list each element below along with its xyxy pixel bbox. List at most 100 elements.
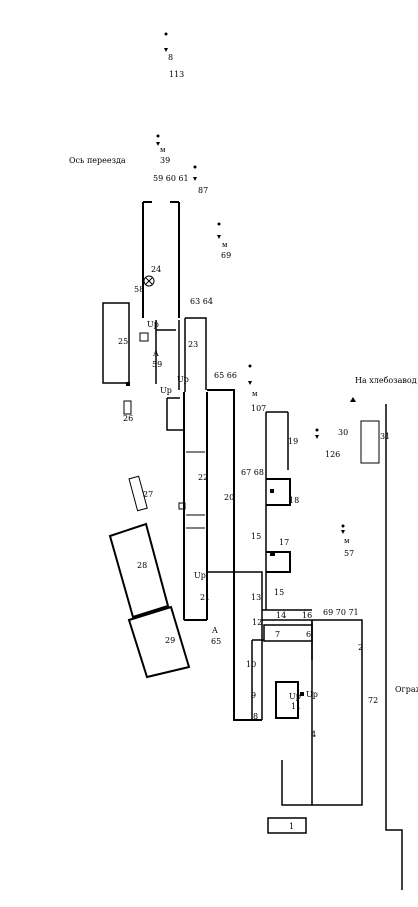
right-block bbox=[281, 619, 363, 806]
room-30 bbox=[360, 420, 380, 464]
label-11: 11 bbox=[291, 702, 302, 711]
arrow-69 bbox=[217, 235, 221, 239]
label-4: 4 bbox=[311, 730, 317, 739]
label-16: 16 bbox=[302, 611, 313, 620]
pin-39 bbox=[156, 134, 160, 138]
door-25 bbox=[126, 382, 130, 386]
unit-m-57: м bbox=[344, 537, 350, 545]
room-11 bbox=[275, 681, 299, 719]
label-12: 12 bbox=[252, 618, 263, 627]
label-72: 72 bbox=[368, 696, 379, 705]
label-126: 126 bbox=[325, 450, 341, 459]
label-10: 10 bbox=[246, 660, 257, 669]
label-39: 39 bbox=[160, 156, 171, 165]
label-63-64: 63 64 bbox=[190, 297, 213, 306]
label-14: 14 bbox=[276, 611, 287, 620]
label-a-1: A bbox=[153, 349, 159, 358]
label-up-4: Up bbox=[194, 571, 206, 580]
arrow-87 bbox=[193, 177, 197, 181]
valve-24-cross bbox=[145, 277, 153, 285]
label-23: 23 bbox=[188, 340, 199, 349]
small-room-57 bbox=[178, 502, 186, 510]
fence-line bbox=[385, 404, 403, 890]
label-31: 31 bbox=[380, 432, 391, 441]
door-11 bbox=[300, 692, 304, 696]
arrow-57 bbox=[341, 530, 345, 534]
label-a-2: A bbox=[212, 626, 218, 635]
label-113: 113 bbox=[169, 70, 185, 79]
label-17: 17 bbox=[279, 538, 290, 547]
label-19: 19 bbox=[288, 437, 299, 446]
label-up-1: Up bbox=[147, 320, 159, 329]
label-2: 2 bbox=[358, 643, 364, 652]
label-67-68: 67 68 bbox=[241, 468, 264, 477]
arrow-107 bbox=[248, 381, 252, 385]
label-26: 26 bbox=[123, 414, 134, 423]
label-69-70-71: 69 70 71 bbox=[323, 608, 359, 617]
pin-8 bbox=[164, 32, 168, 36]
unit-m-39: м bbox=[160, 146, 166, 154]
valve-24 bbox=[143, 275, 155, 287]
corridor-20 bbox=[208, 571, 263, 720]
label-20: 20 bbox=[224, 493, 235, 502]
arrow-39 bbox=[156, 142, 160, 146]
arrow-bakery bbox=[350, 397, 356, 402]
label-59-b: 59 bbox=[152, 360, 163, 369]
room-17 bbox=[266, 551, 291, 573]
label-27: 27 bbox=[143, 490, 154, 499]
room-7-6 bbox=[263, 624, 313, 642]
fence-label: Ограждение bbox=[395, 685, 418, 694]
label-87: 87 bbox=[198, 186, 209, 195]
label-8-b: 8 bbox=[253, 712, 259, 721]
label-58: 58 bbox=[134, 285, 145, 294]
label-57: 57 bbox=[344, 549, 355, 558]
label-21: 21 bbox=[200, 593, 211, 602]
pin-87 bbox=[193, 165, 197, 169]
label-6: 6 bbox=[306, 630, 312, 639]
corridor-upper-lower bbox=[155, 320, 180, 390]
room-25 bbox=[102, 302, 130, 384]
corridor-19 bbox=[265, 411, 289, 610]
pin-57 bbox=[341, 524, 345, 528]
label-29: 29 bbox=[165, 636, 176, 645]
arrow-126 bbox=[315, 435, 319, 439]
label-up-5: Up bbox=[289, 692, 301, 701]
label-28: 28 bbox=[137, 561, 148, 570]
label-24: 24 bbox=[151, 265, 162, 274]
crossing-axis-label: Ось переезда bbox=[69, 156, 126, 165]
room-10-9 bbox=[251, 639, 264, 720]
label-8-top: 8 bbox=[168, 53, 174, 62]
pin-69 bbox=[217, 222, 221, 226]
corridor-main-tick bbox=[186, 451, 205, 529]
label-13: 13 bbox=[251, 593, 262, 602]
pin-107 bbox=[248, 364, 252, 368]
label-up-2: Up bbox=[177, 375, 189, 384]
label-65-b: 65 bbox=[211, 637, 222, 646]
label-15-b: 15 bbox=[274, 588, 285, 597]
label-7: 7 bbox=[275, 630, 281, 639]
corridor-upper bbox=[142, 201, 180, 318]
label-22: 22 bbox=[198, 473, 209, 482]
corridor-65-66 bbox=[207, 389, 262, 721]
room-28 bbox=[108, 522, 170, 619]
door-18 bbox=[270, 489, 274, 493]
label-107: 107 bbox=[251, 404, 267, 413]
label-up-6: Up bbox=[306, 690, 318, 699]
unit-m-69: м bbox=[222, 241, 228, 249]
label-30: 30 bbox=[338, 428, 349, 437]
label-69-a: 69 bbox=[221, 251, 232, 260]
label-up-3: Up bbox=[160, 386, 172, 395]
door-17 bbox=[270, 551, 275, 556]
label-1: 1 bbox=[289, 822, 295, 831]
label-15-a: 15 bbox=[251, 532, 262, 541]
label-65-66: 65 66 bbox=[214, 371, 237, 380]
room-1 bbox=[267, 817, 307, 834]
room-26 bbox=[123, 400, 132, 415]
room-18 bbox=[266, 478, 291, 506]
arrow-8 bbox=[164, 48, 168, 52]
small-room-56 bbox=[139, 332, 149, 342]
unit-m-107: м bbox=[252, 390, 258, 398]
label-59-60-61: 59 60 61 bbox=[153, 174, 189, 183]
